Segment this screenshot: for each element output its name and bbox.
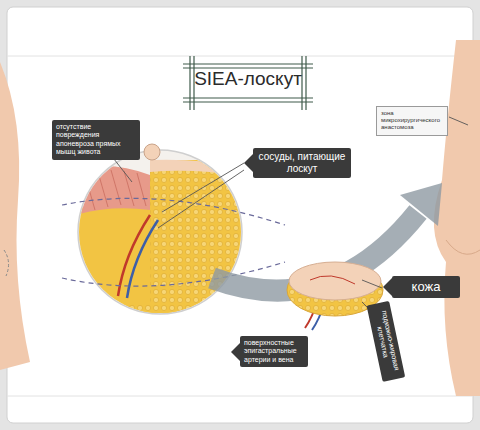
transfer-arrowhead — [400, 183, 442, 226]
torso-right — [434, 40, 480, 396]
flap-skin — [289, 262, 381, 300]
rule — [7, 396, 473, 397]
pointer-tip — [383, 278, 392, 296]
rule — [7, 56, 473, 57]
callout-box: поверхностные эпигастральные артерии и в… — [240, 336, 308, 367]
callout-text: зона микрохирургического анастомоза — [381, 110, 443, 132]
title: SIEA-лоскут — [187, 68, 309, 90]
callout-text: отсутствие повреждения апоневроза прямых… — [56, 123, 136, 157]
panel — [7, 7, 473, 423]
incision-line — [4, 250, 9, 276]
breast-contour — [446, 240, 480, 254]
leader-lines — [110, 117, 468, 312]
artery — [118, 215, 150, 296]
callout-box: кожа — [392, 276, 460, 298]
flap-vessel — [310, 276, 355, 284]
callout-text: кожа — [396, 279, 456, 295]
dashed-outline — [62, 198, 285, 225]
torso-left — [0, 62, 30, 370]
title-frame — [183, 56, 313, 110]
callout-text: поверхностные эпигастральные артерии и в… — [244, 339, 304, 364]
pointer-tip — [244, 154, 253, 172]
callout-box: отсутствие повреждения апоневроза прямых… — [52, 120, 140, 160]
callout-text: сосуды, питающие лоскут — [257, 151, 347, 175]
navel — [144, 144, 160, 160]
callout-box: сосуды, питающие лоскут — [253, 148, 351, 178]
pointer-tip — [231, 343, 240, 361]
callout-box: зона микрохирургического анастомоза — [376, 106, 448, 136]
tissue — [60, 160, 250, 330]
